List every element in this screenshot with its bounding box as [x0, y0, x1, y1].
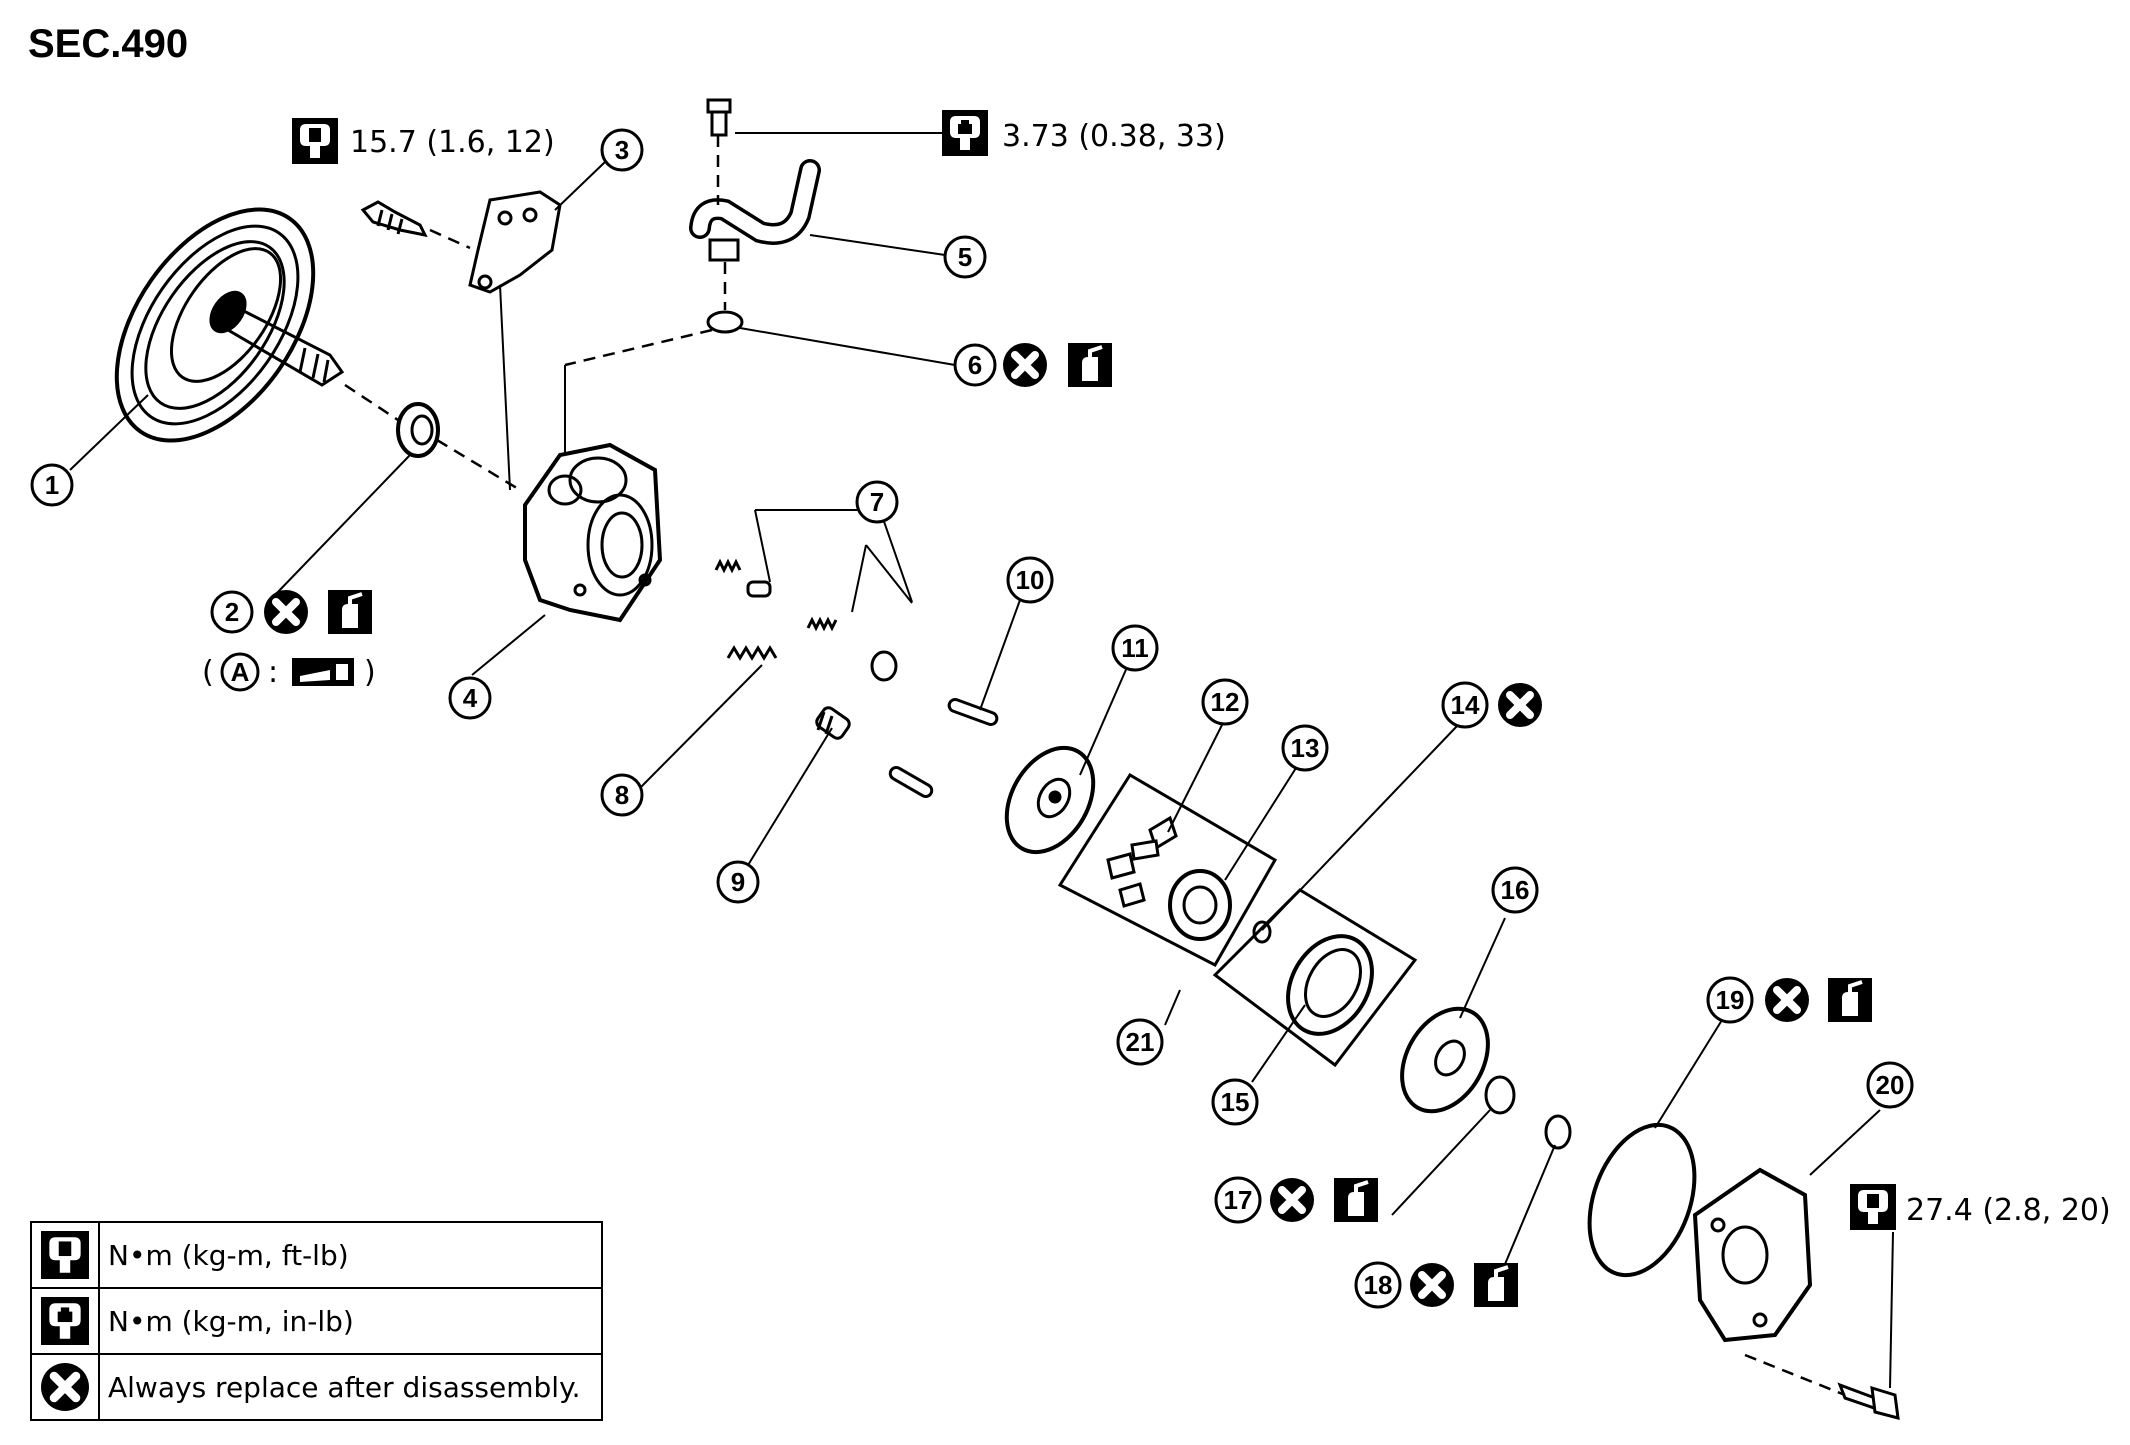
lubricant-note: ( A : ) [202, 652, 376, 692]
torque-wrench-icon [292, 118, 338, 164]
svg-text:5: 5 [958, 242, 972, 272]
svg-text:9: 9 [731, 867, 745, 897]
seal-18-part [1544, 1114, 1572, 1150]
svg-text:18: 18 [1364, 1270, 1393, 1300]
legend-text: N•m (kg-m, in-lb) [98, 1287, 603, 1355]
replace-x-icon [1498, 683, 1542, 727]
pulley-part [114, 207, 345, 443]
callout-8: 8 [600, 773, 644, 817]
replace-x-icon [1765, 978, 1809, 1022]
svg-text:A: A [231, 657, 250, 687]
torque-spec-1: 15.7 (1.6, 12) [350, 125, 555, 160]
legend-text: Always replace after disassembly. [98, 1353, 603, 1421]
svg-text:15: 15 [1221, 1087, 1250, 1117]
replace-x-icon [1410, 1263, 1454, 1307]
legend-row: Always replace after disassembly. [30, 1353, 603, 1421]
callout-16: 16 [1491, 866, 1539, 914]
callout-9: 9 [716, 860, 760, 904]
grease-can-icon [1826, 976, 1874, 1024]
svg-text:19: 19 [1716, 985, 1745, 1015]
callout-3: 3 [600, 128, 644, 172]
bracket-part [360, 190, 562, 294]
rear-housing-part [1692, 1167, 1900, 1421]
torque-wrench-icon [1850, 1184, 1896, 1230]
svg-text:(: ( [202, 655, 214, 690]
o-ring-part [706, 310, 744, 334]
svg-text:21: 21 [1126, 1027, 1155, 1057]
section-title: SEC.490 [28, 22, 189, 66]
replace-x-icon [1003, 343, 1047, 387]
torque-wrench-icon [41, 1231, 89, 1279]
suction-pipe-part [689, 98, 821, 262]
pump-body-part [523, 442, 663, 623]
side-plate-part [1004, 745, 1096, 855]
seal-17-part [1484, 1075, 1516, 1115]
callout-11: 11 [1111, 624, 1159, 672]
torque-spec-3: 27.4 (2.8, 20) [1906, 1193, 2111, 1228]
grease-can-icon [1066, 341, 1114, 389]
callout-12: 12 [1201, 678, 1249, 726]
svg-text:11: 11 [1121, 633, 1149, 663]
svg-text:): ) [364, 655, 376, 690]
svg-text:14: 14 [1451, 690, 1480, 720]
svg-text:13: 13 [1291, 733, 1320, 763]
grease-can-icon [1472, 1261, 1520, 1309]
grease-can-icon [1332, 1176, 1380, 1224]
oil-seal-part [396, 402, 440, 458]
svg-text:1: 1 [45, 470, 59, 500]
replace-x-icon [41, 1363, 89, 1411]
svg-text:10: 10 [1016, 565, 1045, 595]
callout-15: 15 [1211, 1078, 1259, 1126]
replace-x-icon [264, 590, 308, 634]
callout-5: 5 [943, 235, 987, 279]
torque-wrench-filled-icon [942, 110, 988, 156]
svg-text:2: 2 [225, 597, 239, 627]
svg-text:4: 4 [463, 683, 478, 713]
callout-14: 14 [1441, 681, 1489, 729]
torque-wrench-filled-icon [41, 1297, 89, 1345]
callout-19: 19 [1706, 976, 1754, 1024]
flow-control-valve-part [714, 558, 898, 682]
legend-row: N•m (kg-m, in-lb) [30, 1287, 603, 1355]
svg-text:8: 8 [615, 780, 629, 810]
callout-6: 6 [953, 343, 997, 387]
torque-spec-2: 3.73 (0.38, 33) [1002, 119, 1226, 154]
svg-text:12: 12 [1211, 687, 1240, 717]
svg-text::: : [268, 655, 278, 690]
callout-1: 1 [30, 463, 74, 507]
legend-table: N•m (kg-m, ft-lb) N•m (kg-m, in-lb) Alwa… [30, 1221, 603, 1421]
svg-text:16: 16 [1501, 875, 1530, 905]
replace-x-icon [1270, 1178, 1314, 1222]
large-o-ring-part [1587, 1122, 1697, 1278]
svg-text:17: 17 [1224, 1185, 1253, 1215]
rear-plate-part [1400, 1006, 1490, 1114]
grease-can-icon [326, 588, 374, 636]
svg-text:6: 6 [968, 350, 982, 380]
callout-20: 20 [1866, 1061, 1914, 1109]
cartridge-kit-part [1057, 772, 1418, 1068]
callout-21: 21 [1116, 1018, 1164, 1066]
callout-2: 2 [210, 590, 254, 634]
callout-17: 17 [1214, 1176, 1262, 1224]
plug-part [815, 706, 851, 740]
callout-4: 4 [448, 676, 492, 720]
callout-18: 18 [1354, 1261, 1402, 1309]
pin-part [888, 698, 999, 798]
spring-part [726, 645, 778, 661]
svg-text:20: 20 [1876, 1070, 1905, 1100]
legend-row: N•m (kg-m, ft-lb) [30, 1221, 603, 1289]
svg-text:3: 3 [615, 135, 629, 165]
callout-10: 10 [1006, 556, 1054, 604]
legend-text: N•m (kg-m, ft-lb) [98, 1221, 603, 1289]
fluid-can-icon [292, 658, 354, 686]
callout-13: 13 [1281, 724, 1329, 772]
callout-7: 7 [855, 480, 899, 524]
svg-text:7: 7 [870, 487, 884, 517]
